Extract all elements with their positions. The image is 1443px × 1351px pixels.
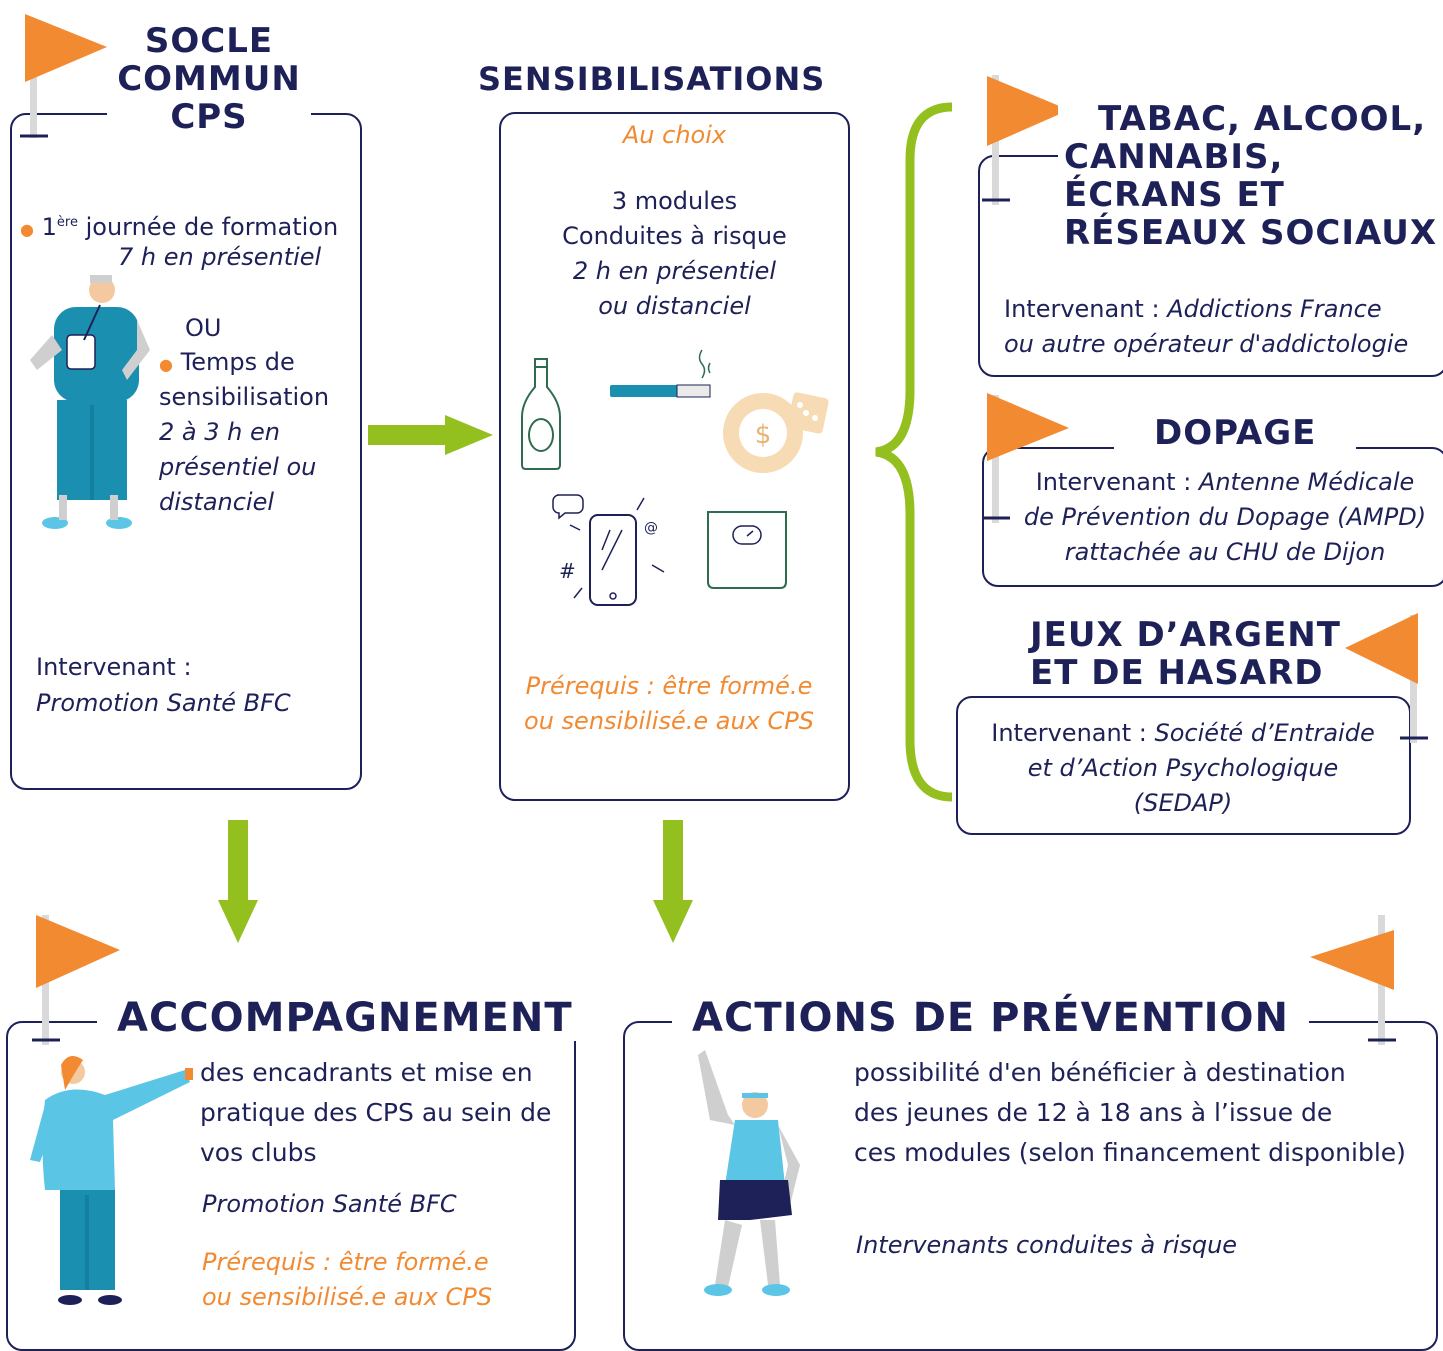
dopage-speaker2: de Prévention du Dopage (AMPD) bbox=[1023, 503, 1427, 531]
tabac-title-line3: ÉCRANS ET bbox=[1064, 175, 1285, 216]
sensibilisations-detail1: 2 h en présentiel bbox=[572, 257, 777, 285]
tabac-title-line1: TABAC, ALCOOL, bbox=[1098, 99, 1427, 139]
sensibilisations-detail2: ou distanciel bbox=[598, 292, 751, 320]
bullet-icon: ● bbox=[20, 220, 34, 239]
socle-item2-detail1: 2 à 3 h en bbox=[159, 418, 280, 446]
tabac-speaker1: Addictions France bbox=[1167, 295, 1382, 323]
at-symbol: @ bbox=[644, 520, 658, 536]
accompagnement-prereq1: Prérequis : être formé.e bbox=[202, 1248, 489, 1276]
curly-brace-icon bbox=[875, 102, 953, 802]
dopage-speaker1: Antenne Médicale bbox=[1198, 468, 1415, 496]
flag-icon bbox=[982, 393, 1069, 523]
socle-item1: ● 1ère journée de formation bbox=[20, 205, 338, 247]
sensibilisations-prereq2: ou sensibilisé.e aux CPS bbox=[524, 707, 814, 735]
tabac-title-line4: RÉSEAUX SOCIAUX bbox=[1064, 213, 1438, 254]
dopage-speaker-line1: Intervenant : Antenne Médicale bbox=[1020, 465, 1430, 500]
tabac-title: TABAC, ALCOOL, CANNABIS, ÉCRANS ET RÉSEA… bbox=[1058, 100, 1443, 252]
weighing-scale-icon bbox=[707, 511, 787, 589]
actions-line3: ces modules (selon financement disponibl… bbox=[854, 1138, 1406, 1167]
arrow-down-icon bbox=[218, 820, 258, 943]
actions-line2: des jeunes de 12 à 18 ans à l’issue de bbox=[854, 1098, 1333, 1127]
dopage-speaker3: rattachée au CHU de Dijon bbox=[1064, 538, 1386, 566]
tabac-speaker-label: Intervenant : bbox=[1004, 295, 1160, 323]
socle-item2-detail2: présentiel ou bbox=[159, 453, 317, 481]
socle-title-line3: CPS bbox=[170, 97, 248, 138]
flag-icon bbox=[32, 915, 120, 1045]
socle-speaker-label: Intervenant : bbox=[36, 653, 192, 681]
cigarette-icon bbox=[610, 349, 711, 398]
tabac-speaker-line1: Intervenant : Addictions France bbox=[1004, 292, 1382, 327]
socle-or: OU bbox=[185, 314, 222, 342]
socle-title-line1: SOCLE bbox=[144, 21, 274, 61]
socle-item1-detail: 7 h en présentiel bbox=[118, 243, 322, 271]
socle-item2: ● Temps de bbox=[159, 345, 295, 382]
flag-icon bbox=[1310, 915, 1396, 1045]
bottle-icon bbox=[521, 358, 561, 470]
actions-line1: possibilité d'en bénéficier à destinatio… bbox=[854, 1058, 1346, 1087]
hash-symbol: # bbox=[559, 559, 576, 583]
jeux-title-line1: JEUX D’ARGENT bbox=[1030, 615, 1341, 655]
coach-man-illustration bbox=[30, 275, 150, 529]
socle-item2-line1: Temps de bbox=[180, 348, 295, 376]
jeux-box bbox=[956, 696, 1411, 835]
sensibilisations-title: SENSIBILISATIONS bbox=[478, 60, 826, 98]
athlete-illustration bbox=[698, 1050, 800, 1296]
socle-item1-num: 1 bbox=[41, 213, 57, 241]
jeux-speaker3: (SEDAP) bbox=[1133, 789, 1233, 817]
flag-icon bbox=[982, 75, 1069, 205]
jeux-speaker-line1: Intervenant : Société d’Entraide bbox=[970, 716, 1396, 751]
actions-title: ACTIONS DE PRÉVENTION bbox=[672, 996, 1309, 1041]
jeux-speaker1: Société d’Entraide bbox=[1154, 719, 1375, 747]
jeux-speaker2: et d’Action Psychologique bbox=[1027, 754, 1339, 782]
accompagnement-line2: pratique des CPS au sein de bbox=[200, 1098, 552, 1127]
bullet-icon: ● bbox=[159, 355, 173, 374]
socle-item1-sup: ère bbox=[56, 215, 78, 230]
tabac-title-line2: CANNABIS, bbox=[1064, 137, 1284, 178]
tabac-speaker2: ou autre opérateur d'addictologie bbox=[1004, 330, 1409, 358]
arrow-down-icon bbox=[653, 820, 693, 943]
flag-icon bbox=[1345, 613, 1428, 743]
dollar-symbol: $ bbox=[755, 420, 772, 450]
dopage-speaker-label: Intervenant : bbox=[1035, 468, 1192, 496]
jeux-speaker-label: Intervenant : bbox=[991, 719, 1147, 747]
socle-title-line2: COMMUN bbox=[117, 59, 301, 100]
jeux-title-line2: ET DE HASARD bbox=[1030, 654, 1328, 692]
accompagnement-line1: des encadrants et mise en bbox=[200, 1058, 533, 1087]
sensibilisations-prereq1: Prérequis : être formé.e bbox=[525, 672, 813, 700]
dopage-box bbox=[982, 447, 1443, 587]
poker-chips-dice-icon: $ bbox=[723, 392, 829, 473]
socle-item2-line2: sensibilisation bbox=[159, 383, 330, 411]
jeux-title: JEUX D’ARGENT ET DE HASARD bbox=[1030, 616, 1341, 692]
sensibilisations-modules-line1: 3 modules bbox=[611, 187, 738, 215]
socle-item1-text: journée de formation bbox=[85, 213, 339, 241]
coach-woman-illustration bbox=[30, 1056, 193, 1305]
accompagnement-speaker: Promotion Santé BFC bbox=[202, 1190, 457, 1218]
accompagnement-prereq2: ou sensibilisé.e aux CPS bbox=[202, 1283, 492, 1311]
dopage-title: DOPAGE bbox=[1114, 414, 1357, 452]
flag-icon bbox=[20, 14, 107, 138]
sensibilisations-modules-line2: Conduites à risque bbox=[562, 222, 787, 250]
sensibilisations-choice: Au choix bbox=[622, 121, 727, 149]
actions-speaker: Intervenants conduites à risque bbox=[856, 1231, 1238, 1259]
smartphone-icon: @ # bbox=[552, 494, 665, 606]
socle-speaker: Promotion Santé BFC bbox=[36, 689, 291, 717]
arrow-right-icon bbox=[368, 415, 493, 455]
accompagnement-title: ACCOMPAGNEMENT bbox=[97, 996, 593, 1041]
socle-title: SOCLE COMMUN CPS bbox=[107, 22, 311, 136]
accompagnement-line3: vos clubs bbox=[200, 1138, 317, 1167]
socle-item2-detail3: distanciel bbox=[159, 488, 275, 516]
